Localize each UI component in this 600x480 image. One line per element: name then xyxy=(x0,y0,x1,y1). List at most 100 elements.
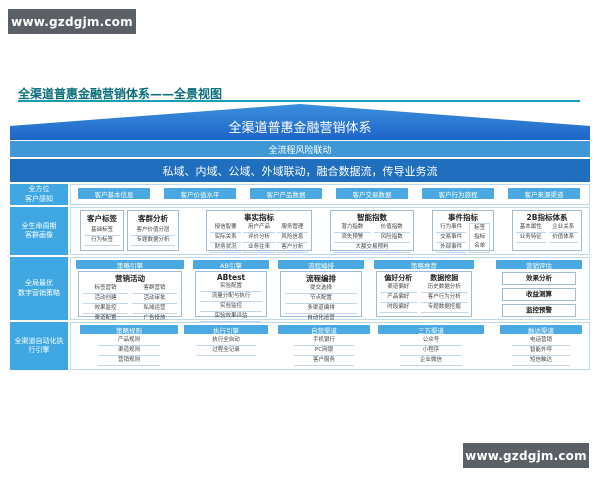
roof-banner-shape xyxy=(10,104,590,140)
list-item: 过程全记录 xyxy=(196,346,256,356)
list-item: 营销规则 xyxy=(98,356,160,366)
page-title: 全渠道普惠金融营销体系——全景视图 xyxy=(18,87,223,101)
box-title: 流程编排 xyxy=(306,274,336,283)
box-title: 智能指数 xyxy=(357,213,387,222)
list-item: 客群营销 xyxy=(132,284,177,294)
list-item: 监控预警 xyxy=(502,304,576,317)
header-value-level: 客户价值水平 xyxy=(164,188,236,199)
list-item: 专题数据挖掘 xyxy=(420,303,468,313)
list-item: 专题数据分析 xyxy=(131,236,175,246)
header-marketing-evaluation: 营销评估 xyxy=(496,260,582,270)
list-item: 客户分析 xyxy=(276,243,308,253)
box-title: 客群分析 xyxy=(138,214,168,223)
watermark-top: www.gzdgjm.com xyxy=(8,9,136,34)
list-item: PC网银 xyxy=(294,346,354,356)
list-item: 名单 xyxy=(474,243,486,249)
header-own-channels: 自营渠道 xyxy=(278,325,370,335)
list-item: 私域运营 xyxy=(132,304,177,314)
list-item: 实验监控 xyxy=(200,302,262,312)
list-item: 标签营销 xyxy=(83,284,128,294)
list-item: 基础标签 xyxy=(84,226,120,236)
list-item: 公众号 xyxy=(400,336,462,346)
list-item: 渠道偏好 xyxy=(380,283,417,293)
list-item: 企业微信 xyxy=(400,356,462,366)
box-event-metrics: 事件指标 行为事件 交易事件 外部事件 标签 指标 名单 xyxy=(432,210,494,253)
list-item: 价值体系 xyxy=(548,233,578,243)
header-strategy-engine: 策略引擎 xyxy=(76,260,184,270)
list-item: 短信触达 xyxy=(512,356,570,366)
list-item: 风险信息 xyxy=(276,233,308,243)
list-item: 外部事件 xyxy=(436,243,467,253)
list-item: 收益测算 xyxy=(502,288,576,301)
box-marketing-evaluation: 效果分析 收益测算 监控预警 xyxy=(502,272,576,317)
box-smart-index: 智能指数 潜力指数 价值指数 流失预警 风险指数 大额交易预判 xyxy=(330,210,414,253)
list-execution-engine: 执行全自动 过程全记录 xyxy=(196,336,256,356)
list-item: 历史数据分析 xyxy=(420,283,468,293)
list-item: 业务往来 xyxy=(243,243,275,253)
box-title: 偏好分析 xyxy=(384,274,413,282)
list-item: 行为事件 xyxy=(436,223,467,233)
list-item: 产品偏好 xyxy=(380,293,417,303)
list-item: 价值指数 xyxy=(373,223,410,233)
box-group-analysis: 客群分析 客户价值分层 专题数据分析 xyxy=(127,210,179,251)
list-item: 电话营销 xyxy=(512,336,570,346)
side-label-perception: 全方位 客户感知 xyxy=(10,184,68,205)
box-2b-metrics: 2B指标体系 基本属性 企业关系 业务特征 价值体系 xyxy=(512,210,582,251)
list-item: 提交选择 xyxy=(285,284,357,294)
box-title: 客户标签 xyxy=(87,214,117,223)
list-item: 效果监控 xyxy=(83,304,128,314)
header-product-data: 客户产品数据 xyxy=(250,188,322,199)
list-item: 业务特征 xyxy=(516,233,546,243)
list-item: 客户服务 xyxy=(294,356,354,366)
list-item: 产品规则 xyxy=(98,336,160,346)
list-item: 手机银行 xyxy=(294,336,354,346)
box-fact-metrics: 事实指标 授信智要 用户产品 服务管理 实际关系 评价分析 风险信息 财务状况 … xyxy=(206,210,312,253)
side-label-portrait: 全生命周期 客群画像 xyxy=(10,207,68,255)
header-transaction-data: 客户交易数据 xyxy=(336,188,408,199)
watermark-bottom: www.gzdgjm.com xyxy=(463,443,589,468)
box-title: 事件指标 xyxy=(448,213,478,222)
list-item: 智能外呼 xyxy=(512,346,570,356)
box-preference-mining: 偏好分析 数据挖掘 渠道偏好 历史数据分析 产品偏好 客户行为分析 时段偏好 专… xyxy=(376,271,472,317)
header-execution-engine: 执行引擎 xyxy=(184,325,268,335)
side-label-strategy: 全局最优 数字营销策略 xyxy=(10,257,68,320)
list-item: 企业关系 xyxy=(548,223,578,233)
list-item: 时段偏好 xyxy=(380,303,417,313)
list-item: 指标 xyxy=(474,234,486,240)
list-item: 实验配置 xyxy=(200,282,262,292)
list-item: 客户价值分层 xyxy=(131,226,175,236)
title-underline xyxy=(18,100,580,102)
header-strategy-recommendation: 策略推荐 xyxy=(374,260,474,270)
box-marketing-activities: 营销活动 标签营销 客群营销 活动创建 活动审批 效果监控 私域运营 渠道配置 … xyxy=(78,271,182,324)
list-item: 小程序 xyxy=(400,346,462,356)
header-source-channel: 客户来源渠道 xyxy=(508,188,580,199)
list-item: 大额交易预判 xyxy=(334,243,410,253)
roof-title: 全渠道普惠金融营销体系 xyxy=(228,120,372,136)
header-strategy-rules: 策略规则 xyxy=(80,325,178,335)
list-item: 标签 xyxy=(474,225,486,231)
list-item: 实际关系 xyxy=(210,233,242,243)
list-own-channels: 手机银行 PC网银 客户服务 xyxy=(294,336,354,366)
list-item: 评价分析 xyxy=(243,233,275,243)
header-process-orchestration: 流程编排 xyxy=(278,260,364,270)
box-title: 营销活动 xyxy=(115,274,145,283)
list-item: 授信智要 xyxy=(210,223,242,233)
list-item: 实验效果评估 xyxy=(200,312,262,322)
box-title: 事实指标 xyxy=(244,213,274,222)
list-item: 基本属性 xyxy=(516,223,546,233)
header-ab-engine: AB引擎 xyxy=(193,260,269,270)
header-third-party-channels: 三方渠道 xyxy=(378,325,484,335)
list-item: 流失预警 xyxy=(334,233,371,243)
list-item: 执行全自动 xyxy=(196,336,256,346)
list-reach-channels: 电话营销 智能外呼 短信触达 xyxy=(512,336,570,366)
list-item: 风险指数 xyxy=(373,233,410,243)
list-strategy-rules: 产品规则 渠道规则 营销规则 xyxy=(98,336,160,366)
list-item: 渠道规则 xyxy=(98,346,160,356)
box-title: ABtest xyxy=(216,273,246,282)
list-item: 服务管理 xyxy=(276,223,308,233)
list-item: 行为标签 xyxy=(84,236,120,246)
box-title: 数据挖掘 xyxy=(430,274,459,282)
box-process-orchestration: 流程编排 提交选择 节点配置 多渠道编排 自动化运营 xyxy=(280,271,362,324)
box-title: 2B指标体系 xyxy=(526,213,568,222)
header-reach-channels: 触达渠道 xyxy=(500,325,582,335)
